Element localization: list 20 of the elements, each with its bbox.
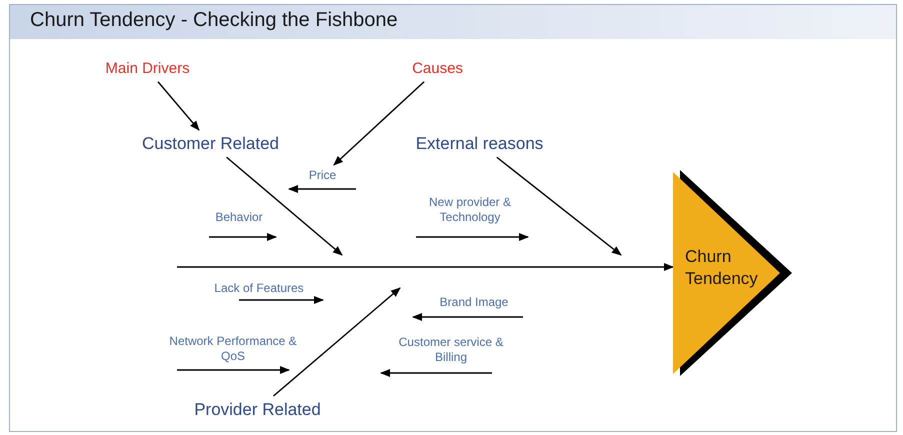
arrow	[273, 287, 401, 397]
cause-label: New provider & Technology	[415, 195, 525, 225]
cause-label: Behavior	[206, 210, 272, 225]
title: Churn Tendency - Checking the Fishbone	[30, 9, 398, 32]
cause-label: Lack of Features	[206, 281, 312, 296]
category-label: Customer Related	[138, 133, 283, 154]
effect-triangle	[672, 170, 794, 376]
driver-label: Main Drivers	[95, 60, 200, 79]
cause-label: Price	[300, 168, 345, 183]
spine-arrow	[177, 263, 674, 271]
cause-label: Network Performance & QoS	[165, 334, 301, 364]
cause-label: Brand Image	[432, 295, 516, 310]
driver-label: Causes	[405, 60, 470, 79]
arrow	[333, 81, 425, 166]
category-label: Provider Related	[190, 399, 325, 420]
arrow	[496, 156, 622, 256]
category-label: External reasons	[412, 133, 547, 154]
arrow	[226, 156, 343, 256]
arrow	[157, 81, 200, 131]
cause-label: Customer service & Billing	[392, 335, 510, 365]
